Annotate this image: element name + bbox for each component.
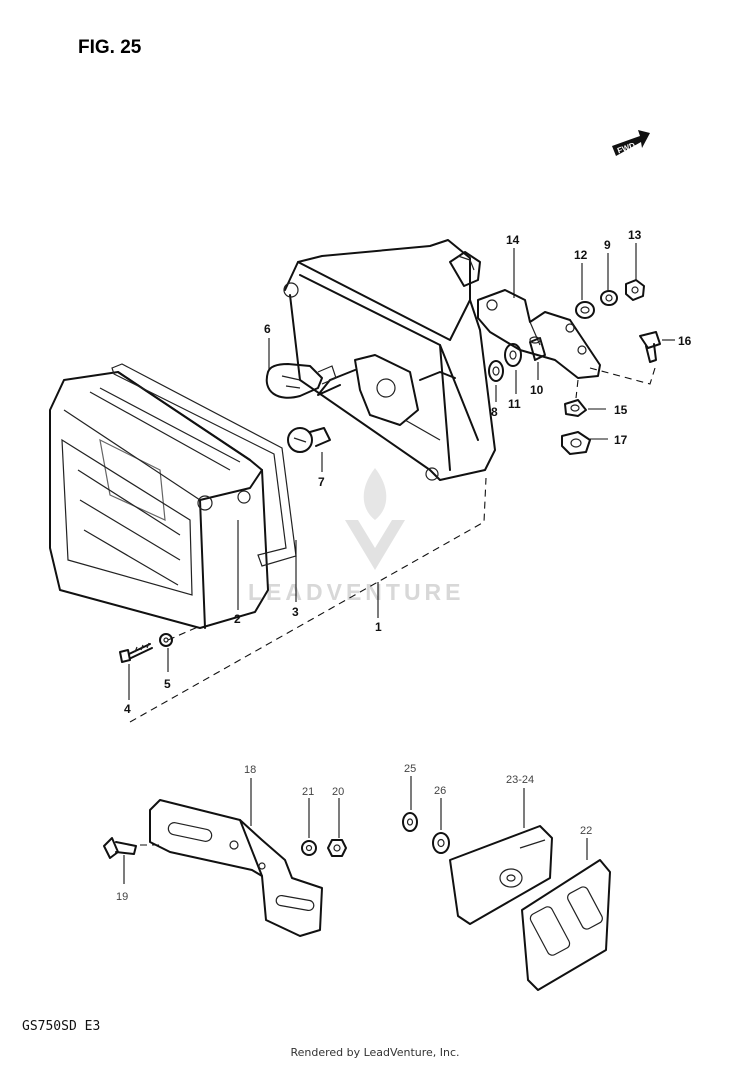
callout-4: 4 [124,702,131,716]
callout-11: 11 [508,397,521,411]
nut-13 [625,279,645,301]
bulb-6 [265,363,337,399]
callout-22: 22 [580,825,592,837]
callout-17: 17 [614,433,628,447]
forward-arrow-icon: FWD [612,130,650,156]
callout-5: 5 [164,677,171,691]
license-lamp-housing [449,825,553,925]
leader-lines [123,243,675,884]
spacer-10 [529,336,546,361]
figure-title: FIG. 25 [78,37,142,58]
license-lamp-lens [521,859,611,991]
washer-25 [402,812,418,832]
washer-8 [488,360,504,382]
callout-7: 7 [318,475,325,489]
tail-lamp-lens [49,371,269,629]
callout-23-24: 23-24 [506,774,534,786]
callout-15: 15 [614,403,628,417]
callout-3: 3 [292,605,299,619]
screw-4 [119,642,153,663]
washer-5 [159,633,173,647]
callout-12: 12 [574,248,588,262]
washer-21 [301,840,317,856]
callout-19: 19 [116,891,128,903]
bulb-7 [287,427,331,453]
tail-lamp-housing [283,239,496,481]
bolt-16 [639,331,661,363]
callout-18: 18 [244,764,256,776]
washer-26 [432,832,450,854]
callout-14: 14 [506,233,520,247]
lens-gasket [111,363,297,567]
watermark-v-logo-icon [345,520,405,570]
nut-20 [327,839,347,857]
callout-2: 2 [234,612,241,626]
callout-1: 1 [375,620,382,634]
callout-21: 21 [302,786,314,798]
fwd-label: FWD [616,141,636,156]
watermark: LEADVENTURE [248,468,465,605]
callout-10: 10 [530,383,544,397]
callout-25: 25 [404,763,416,775]
grommet-15 [564,399,587,417]
callout-8: 8 [491,405,498,419]
callout-13: 13 [628,228,642,242]
nut-17 [561,431,591,455]
watermark-flame-icon [363,468,387,520]
washer-11 [504,343,522,367]
model-code: GS750SD E3 [22,1019,100,1034]
bolt-19 [103,837,137,859]
callout-16: 16 [678,334,692,348]
callout-labels: 1 2 3 4 5 6 7 8 9 10 11 12 13 14 15 16 1… [116,228,692,903]
assembly-lines [129,367,656,846]
washer-12 [575,301,595,319]
mounting-bracket [477,289,601,379]
callout-9: 9 [604,238,611,252]
callout-26: 26 [434,785,446,797]
washer-9 [600,290,618,306]
footer-credit: Rendered by LeadVenture, Inc. [290,1046,460,1059]
callout-20: 20 [332,786,344,798]
watermark-text: LEADVENTURE [248,579,465,605]
license-bracket [149,799,323,937]
callout-6: 6 [264,322,271,336]
